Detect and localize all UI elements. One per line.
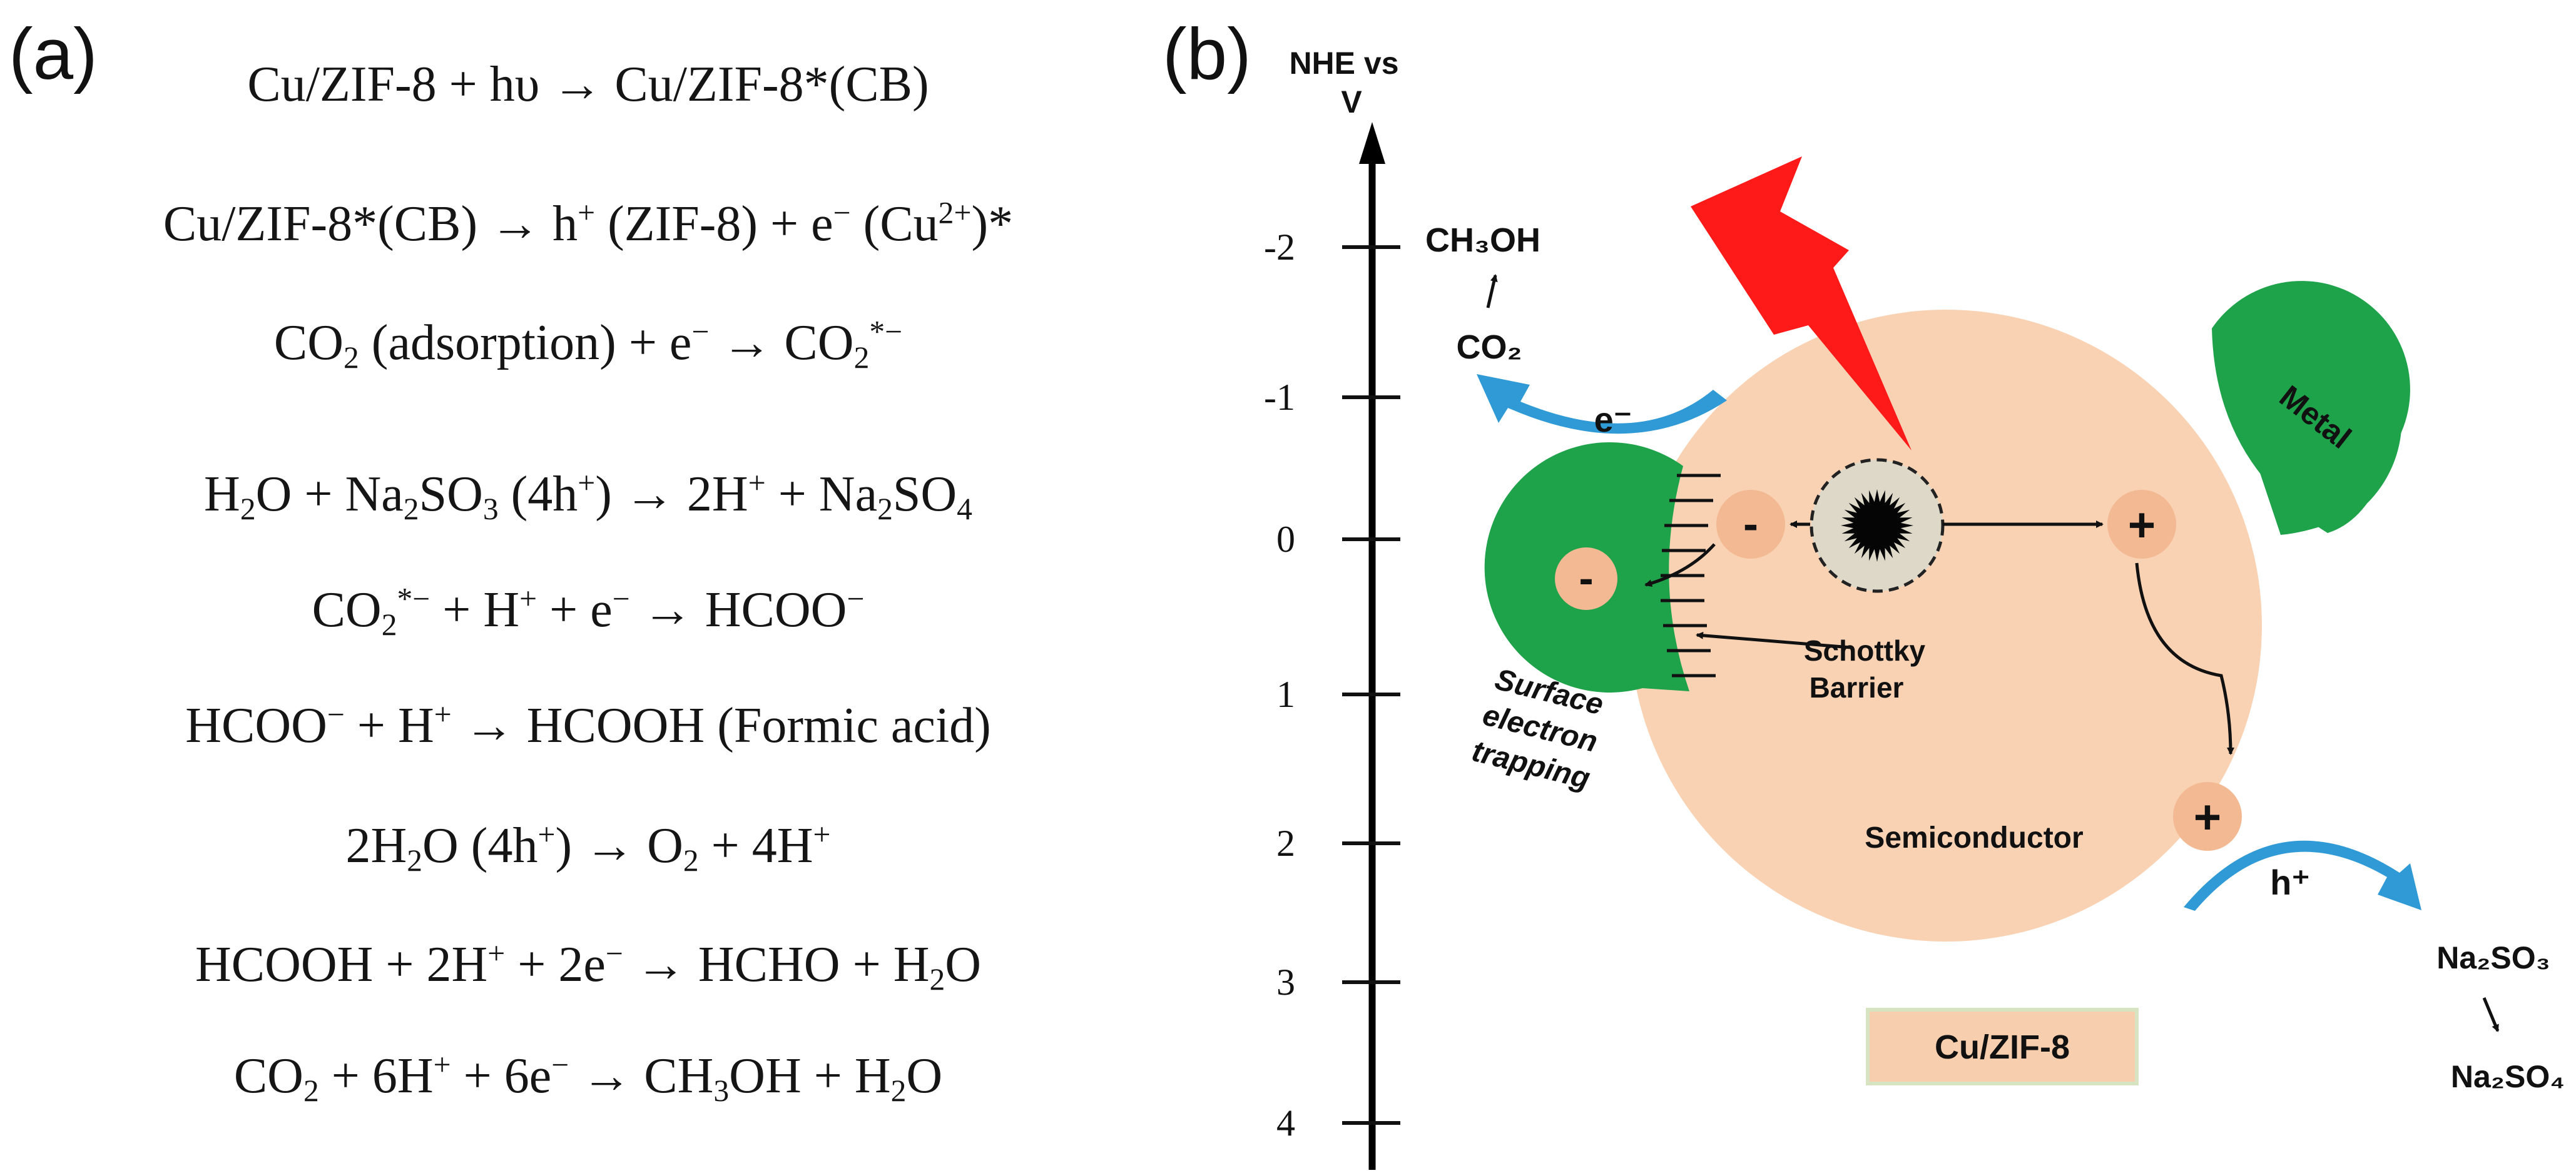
- charge-separation-arrows: [1486, 274, 2500, 1032]
- equation-rhs: h+ (ZIF-8) + e− (Cu2+)*: [552, 195, 1014, 251]
- equation-8: HCOOH + 2H+ + 2e− → HCHO + H2O: [0, 936, 1176, 997]
- sulfite-label: Na₂SO₃: [2436, 940, 2550, 975]
- reaction-arrow-icon: →: [611, 467, 687, 522]
- equation-7: 2H2O (4h+) → O2 + 4H+: [0, 817, 1176, 878]
- reaction-arrow-icon: →: [629, 582, 705, 637]
- equation-4: H2O + Na2SO3 (4h+) → 2H+ + Na2SO4: [0, 465, 1176, 526]
- equation-lhs: Cu/ZIF-8*(CB): [163, 196, 478, 251]
- semiconductor-label: Semiconductor: [1865, 821, 2083, 855]
- reaction-arrow-icon: →: [569, 1049, 644, 1104]
- equation-lhs: CO2*− + H+ + e−: [312, 581, 630, 642]
- axis-tick-label: 3: [1276, 962, 1295, 1003]
- hole-sign-migrated: +: [2194, 791, 2221, 844]
- methanol-label: CH₃OH: [1425, 221, 1540, 259]
- hole-sign: +: [2128, 499, 2156, 552]
- axis-tick-label: 2: [1276, 823, 1295, 864]
- equation-lhs: Cu/ZIF-8 + hυ: [247, 57, 540, 112]
- hole-charge: [2107, 490, 2176, 559]
- equation-6: HCOO− + H+ → HCOOH (Formic acid): [0, 697, 1176, 753]
- potential-axis: NHE vs V -2 -1 0 1 2 3 4: [1264, 46, 1400, 1170]
- schottky-barrier-lines: [1661, 474, 1721, 678]
- equation-lhs: HCOO− + H+: [185, 697, 452, 753]
- axis-title-line2: V: [1341, 84, 1362, 119]
- equation-lhs: CO2 + 6H+ + 6e−: [233, 1047, 569, 1108]
- reaction-arrow-icon: →: [451, 698, 527, 753]
- equation-rhs: O2 + 4H+: [647, 817, 831, 878]
- axis-tick-label: 1: [1276, 674, 1295, 715]
- equation-rhs: Cu/ZIF-8*(CB): [614, 57, 929, 112]
- equation-rhs: 2H+ + Na2SO4: [686, 465, 972, 526]
- equation-1: Cu/ZIF-8 + hυ → Cu/ZIF-8*(CB): [0, 59, 1176, 109]
- axis-tick-label: -1: [1264, 377, 1295, 418]
- equation-lhs: 2H2O (4h+): [345, 817, 573, 878]
- excited-core-icon: [1841, 489, 1913, 562]
- hole-charge-migrated: [2173, 782, 2242, 851]
- reaction-arrow-icon: →: [477, 196, 553, 251]
- panel-b-label: (b): [1163, 13, 1251, 94]
- light-bolt-icon: [1691, 156, 1912, 450]
- equation-rhs: HCOO−: [705, 581, 865, 637]
- panel-a-label: (a): [9, 13, 98, 94]
- electron-transfer-arrow: [1477, 374, 1727, 434]
- equation-9: CO2 + 6H+ + 6e− → CH3OH + H2O: [0, 1047, 1176, 1108]
- equation-lhs: HCOOH + 2H+ + 2e−: [195, 936, 623, 992]
- equation-lhs: H2O + Na2SO3 (4h+): [204, 465, 612, 526]
- equation-rhs: CO2*−: [784, 314, 903, 375]
- caption-label: Cu/ZIF-8: [1935, 1028, 2070, 1066]
- equation-rhs: HCOOH (Formic acid): [526, 698, 991, 753]
- trapped-electron-sign: -: [1579, 554, 1593, 602]
- schottky-label-2: Barrier: [1810, 671, 1904, 704]
- hole-label: h⁺: [2270, 863, 2310, 902]
- equation-rhs: CH3OH + H2O: [644, 1049, 943, 1108]
- trapped-electron: [1555, 547, 1617, 610]
- reaction-arrow-icon: →: [623, 937, 698, 992]
- electron-label: e⁻: [1594, 400, 1632, 439]
- axis-tick-label: 4: [1276, 1102, 1295, 1144]
- caption-box: [1866, 1008, 2139, 1085]
- reaction-arrow-icon: →: [539, 57, 615, 112]
- axis-tick-label: 0: [1276, 519, 1295, 560]
- axis-tick-label: -2: [1264, 226, 1295, 268]
- reaction-arrow-icon: →: [709, 315, 785, 370]
- electron-charge: [1716, 490, 1785, 559]
- sulfate-label: Na₂SO₄: [2451, 1059, 2565, 1094]
- schottky-label-1: Schottky: [1804, 634, 1926, 667]
- electron-sign: -: [1743, 499, 1758, 549]
- semiconductor-particle: [1630, 310, 2262, 942]
- reaction-arrow-icon: →: [572, 818, 648, 873]
- equation-lhs: CO2 (adsorption) + e−: [273, 314, 710, 375]
- equation-rhs: HCHO + H2O: [698, 937, 982, 997]
- equation-3: CO2 (adsorption) + e− → CO2*−: [0, 314, 1176, 375]
- hole-transfer-arrow: [2184, 840, 2421, 911]
- equation-5: CO2*− + H+ + e− → HCOO−: [0, 581, 1176, 642]
- equation-2: Cu/ZIF-8*(CB) → h+ (ZIF-8) + e− (Cu2+)*: [0, 195, 1176, 251]
- co2-label: CO₂: [1457, 328, 1522, 366]
- axis-title-line1: NHE vs: [1289, 46, 1398, 81]
